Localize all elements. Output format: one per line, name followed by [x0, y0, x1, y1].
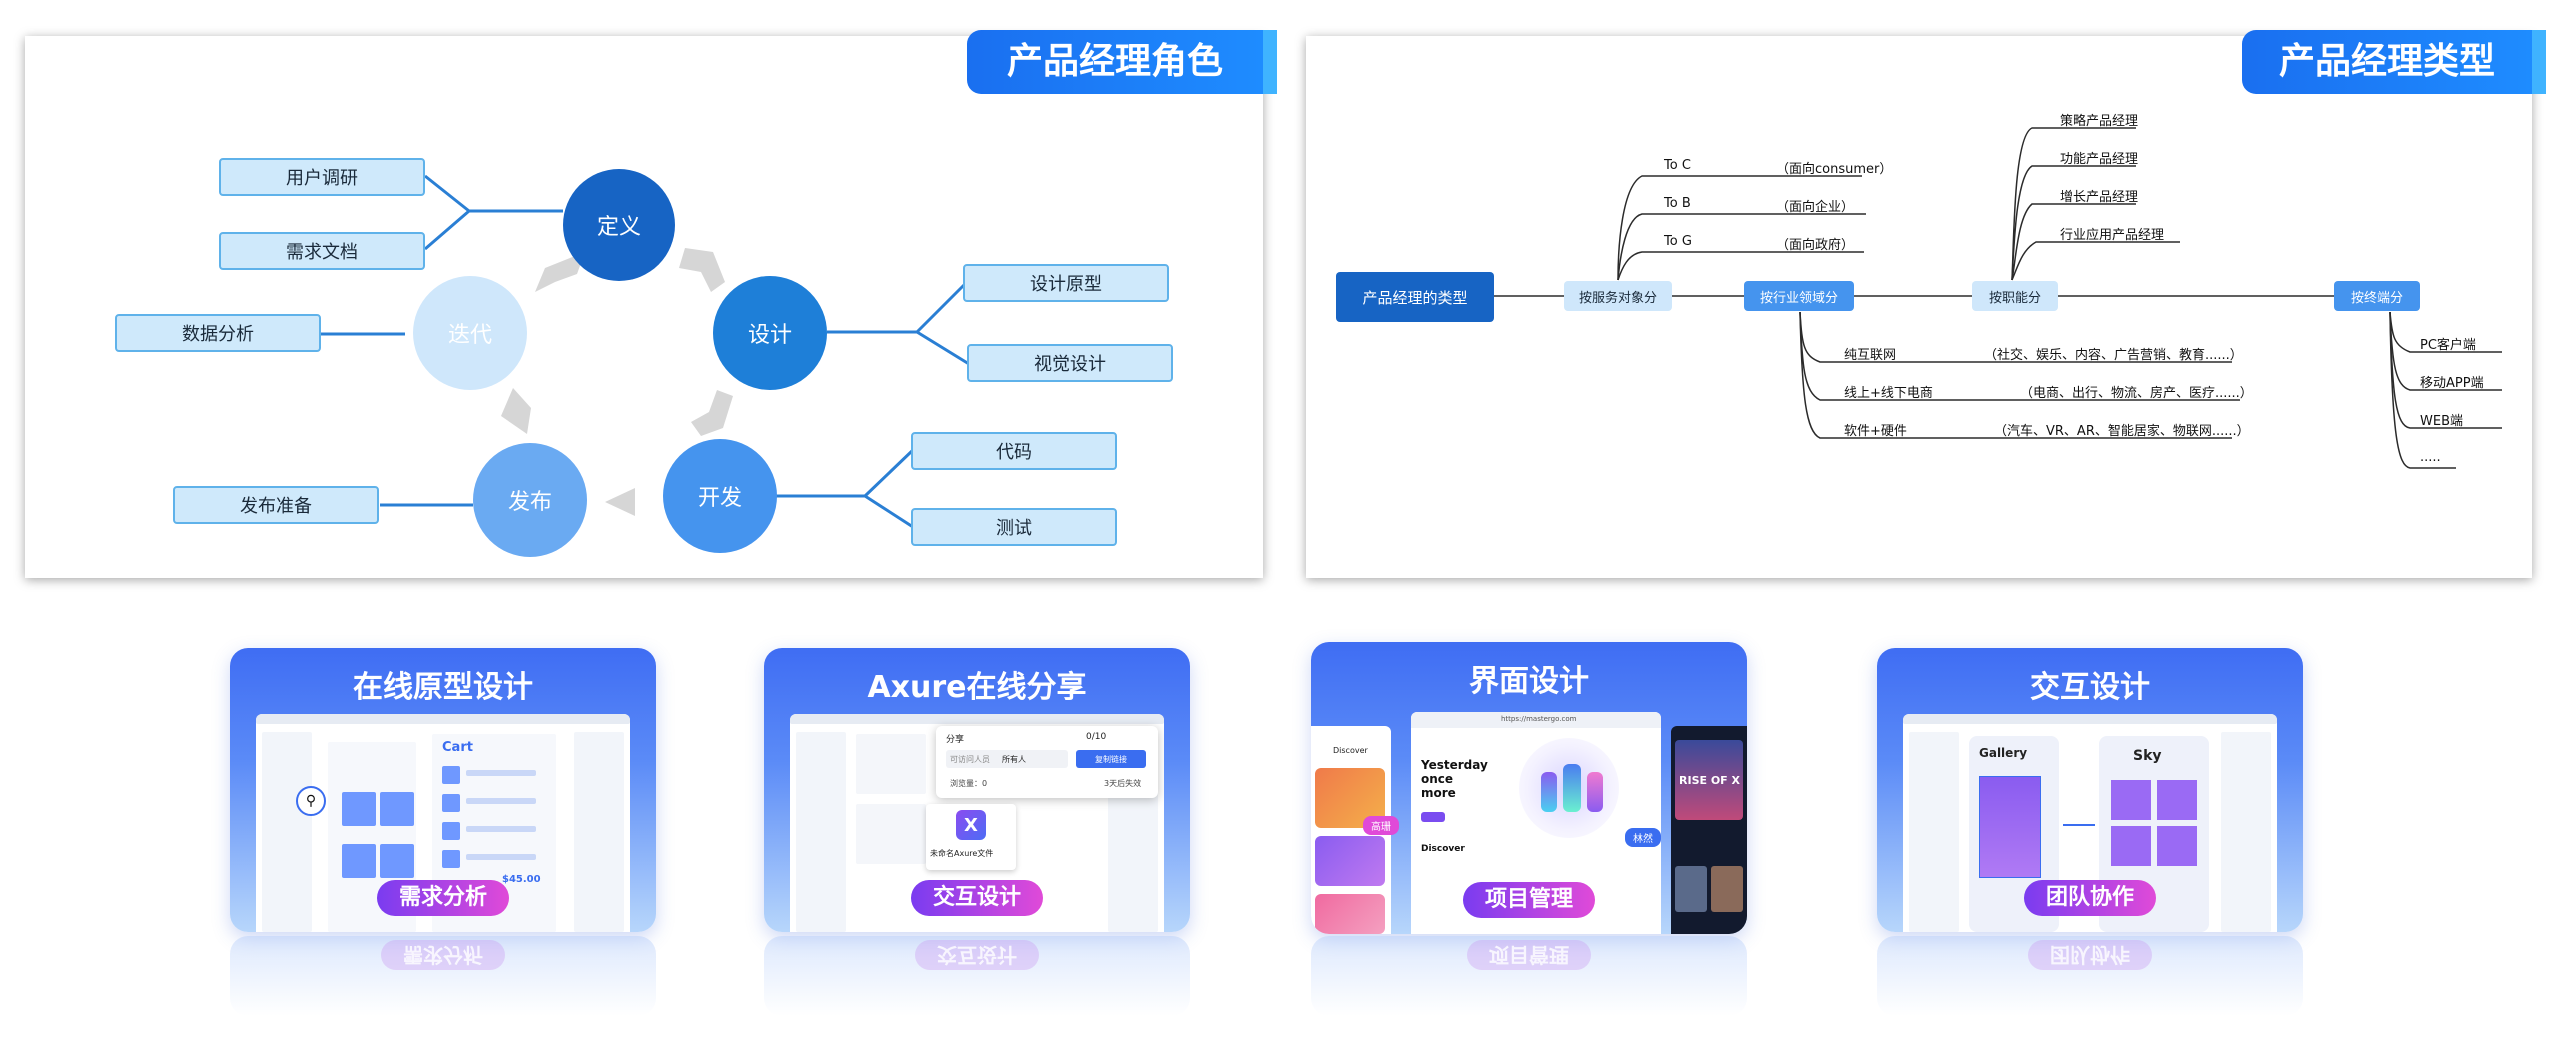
card-share-pill: 交互设计 [910, 880, 1044, 916]
device-item-pc: PC客户端 [2420, 338, 2476, 353]
device-item-mobile: 移动APP端 [2420, 376, 2484, 391]
release-prep-box: 发布准备 [173, 486, 379, 524]
function-item-strategy: 策略产品经理 [2060, 114, 2139, 129]
card-ui-design-reflection: 项目管理 [1311, 936, 1747, 1016]
ui-mobile-right: RISE OF X [1671, 726, 1747, 934]
card-prototype[interactable]: 在线原型设计 Cart $45.00 ⚲ 需求分析 [230, 648, 656, 932]
ui-headline: Yesterday once more [1421, 758, 1488, 800]
card-share-reflection: 交互设计 [764, 936, 1190, 1016]
iterate-label: 迭代 [447, 323, 492, 348]
visual-design-box: 视觉设计 [967, 344, 1173, 382]
user-item-tog: To G [1664, 234, 1692, 249]
gallery-frame: Gallery [1969, 736, 2059, 932]
function-item-growth: 增长产品经理 [2060, 190, 2139, 205]
by-industry-node: 按行业领域分 [1744, 281, 1854, 311]
industry-item-ecommerce-desc: （电商、出行、物流、房产、医疗......） [2020, 386, 2253, 401]
types-root-node: 产品经理的类型 [1336, 272, 1494, 322]
user-item-tob: To B [1664, 196, 1691, 211]
card-interaction-pill: 团队协作 [2023, 880, 2157, 916]
code-box: 代码 [911, 432, 1117, 470]
share-invite: 可访问人员 [950, 755, 990, 764]
interaction-screen: Gallery Sky [1903, 714, 2277, 932]
copy-link-button[interactable]: 复制链接 [1076, 750, 1146, 768]
share-views: 浏览量：0 [950, 779, 988, 788]
roles-title: 产品经理角色 [1006, 41, 1223, 82]
axure-file-name: 未命名Axure文件 [930, 849, 994, 858]
tag-lin-ran: 林然 [1625, 828, 1661, 847]
industry-item-hardware: 软件+硬件 [1844, 424, 1907, 439]
types-title: 产品经理类型 [2278, 41, 2495, 82]
share-dialog-title: 分享 [946, 735, 965, 745]
industry-item-internet: 纯互联网 [1844, 348, 1897, 363]
types-title-tab: 产品经理类型 [2242, 30, 2546, 94]
data-analysis-box: 数据分析 [115, 314, 321, 352]
iterate-circle: 迭代 [413, 276, 527, 390]
roles-connectors [310, 174, 970, 529]
share-expire: 3天后失效 [1104, 779, 1142, 788]
ui-desktop-window: https://mastergo.com Yesterday once more… [1411, 712, 1661, 934]
release-circle: 发布 [473, 443, 587, 557]
industry-item-internet-desc: （社交、娱乐、内容、广告营销、教育......） [1984, 348, 2243, 363]
share-dialog: 分享 0/10 可访问人员 所有人 复制链接 浏览量：0 3天后失效 [936, 726, 1158, 798]
device-item-more: ..... [2420, 450, 2441, 465]
design-label: 设计 [747, 323, 792, 348]
user-research-box: 用户调研 [219, 158, 425, 196]
card-share[interactable]: Axure在线分享 分享 0/10 可访问人员 所有人 复制链接 浏览量：0 3… [764, 648, 1190, 932]
user-item-toc-desc: （面向consumer） [1776, 162, 1893, 177]
user-item-toc: To C [1664, 158, 1691, 173]
types-connectors [1494, 127, 2502, 469]
user-item-tob-desc: （面向企业） [1776, 200, 1855, 215]
function-item-industry: 行业应用产品经理 [2060, 228, 2165, 243]
card-interaction-reflection: 团队协作 [1877, 936, 2303, 1016]
ui-game-title: RISE OF X [1679, 774, 1741, 787]
by-device-node: 按终端分 [2334, 281, 2420, 311]
axure-file-card: X 未命名Axure文件 [926, 804, 1016, 870]
develop-label: 开发 [697, 486, 742, 511]
card-ui-design-pill: 项目管理 [1462, 882, 1596, 918]
develop-circle: 开发 [663, 439, 777, 553]
share-screen: 分享 0/10 可访问人员 所有人 复制链接 浏览量：0 3天后失效 X 未命名… [790, 714, 1164, 932]
roles-title-tab: 产品经理角色 [967, 30, 1277, 94]
types-panel: 产品经理的类型 按服务对象分 按行业领域分 按职能分 按终端分 To C （面向… [1306, 30, 2546, 578]
prototype-screen: Cart $45.00 ⚲ [256, 714, 630, 932]
user-item-tog-desc: （面向政府） [1776, 238, 1855, 253]
axure-logo-icon: X [956, 810, 986, 840]
cart-label: Cart [442, 740, 473, 755]
card-interaction[interactable]: 交互设计 Gallery Sky 团队协作 [1877, 648, 2303, 932]
card-prototype-reflection: 需求分析 [230, 936, 656, 1016]
design-prototype-box: 设计原型 [963, 264, 1169, 302]
industry-item-ecommerce: 线上+线下电商 [1844, 386, 1933, 401]
link-arrow-icon [2063, 824, 2095, 826]
function-item-feature: 功能产品经理 [2060, 152, 2139, 167]
industry-item-hardware-desc: （汽车、VR、AR、智能居家、物联网......） [1994, 424, 2250, 439]
roles-panel: 定义 设计 开发 发布 迭代 用户调研 需求文档 数据分析 设计原型 视觉设计 … [25, 30, 1277, 578]
by-function-node: 按职能分 [1972, 281, 2058, 311]
price-label: $45.00 [502, 874, 541, 885]
card-interaction-title: 交互设计 [2030, 670, 2150, 705]
share-everyone: 所有人 [1002, 755, 1026, 764]
release-label: 发布 [507, 490, 552, 515]
tag-gao-shan: 高珊 [1363, 816, 1399, 835]
magnifier-icon: ⚲ [296, 786, 326, 816]
define-circle: 定义 [563, 169, 675, 281]
card-share-title: Axure在线分享 [867, 670, 1087, 705]
design-circle: 设计 [713, 276, 827, 390]
card-ui-design[interactable]: 界面设计 Discover https://mastergo.com Yeste… [1311, 642, 1747, 934]
share-counter: 0/10 [1086, 732, 1107, 742]
test-box: 测试 [911, 508, 1117, 546]
device-item-web: WEB端 [2420, 414, 2463, 429]
define-label: 定义 [596, 215, 641, 240]
card-prototype-pill: 需求分析 [376, 880, 510, 916]
requirement-doc-box: 需求文档 [219, 232, 425, 270]
card-ui-design-title: 界面设计 [1469, 664, 1589, 699]
by-user-node: 按服务对象分 [1564, 281, 1672, 311]
card-prototype-title: 在线原型设计 [353, 670, 533, 705]
